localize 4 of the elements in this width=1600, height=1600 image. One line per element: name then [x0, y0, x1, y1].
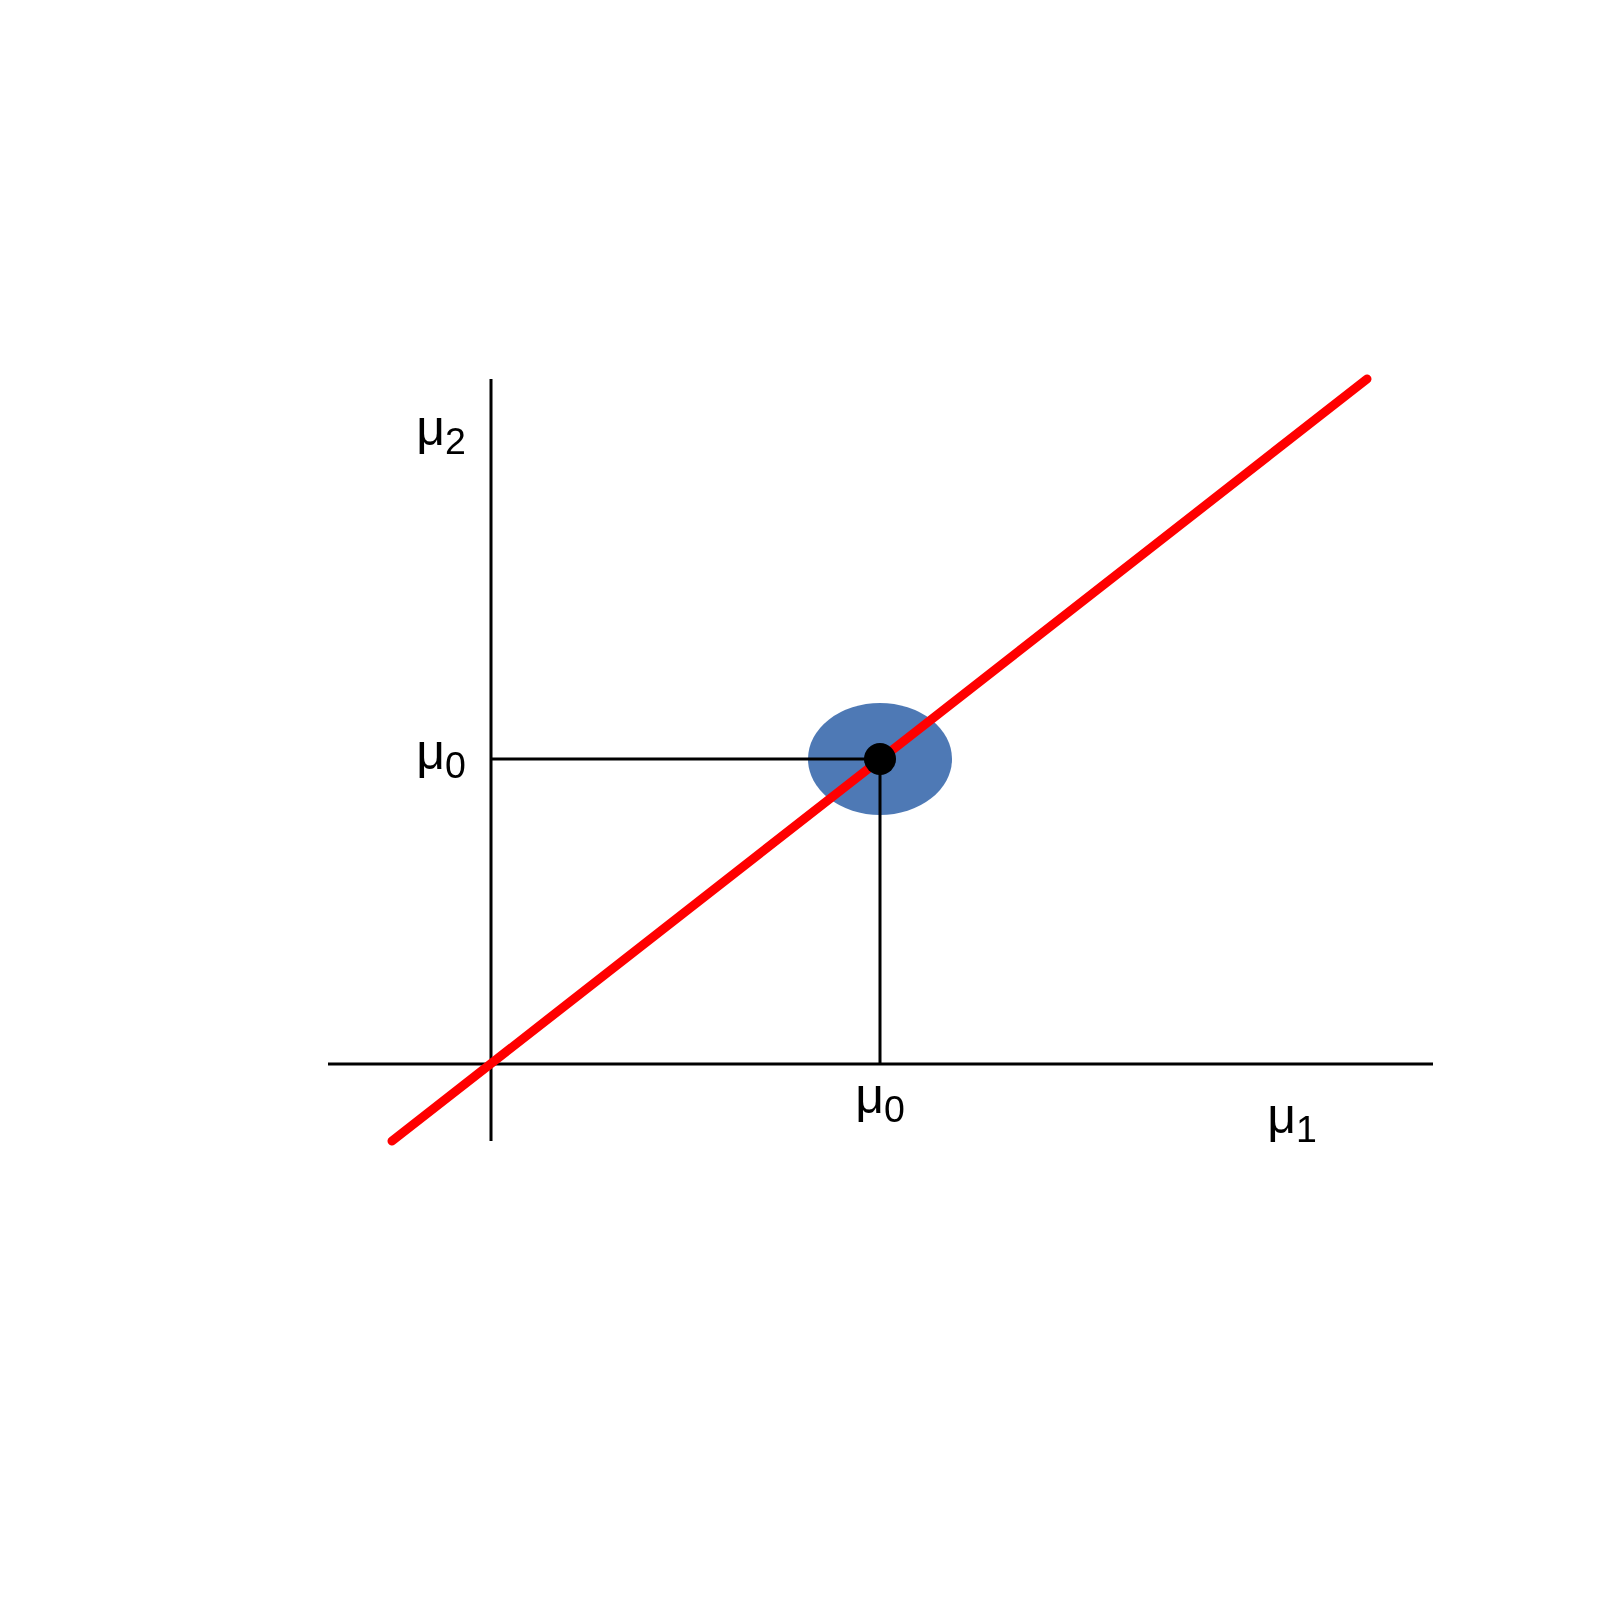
axis-label: μ$_{2}$: [416, 403, 466, 461]
axis-label: μ$_{0}$: [416, 727, 466, 785]
axis-label: μ$_{0}$: [855, 1071, 905, 1129]
axis-label: μ$_{1}$: [1267, 1091, 1317, 1149]
